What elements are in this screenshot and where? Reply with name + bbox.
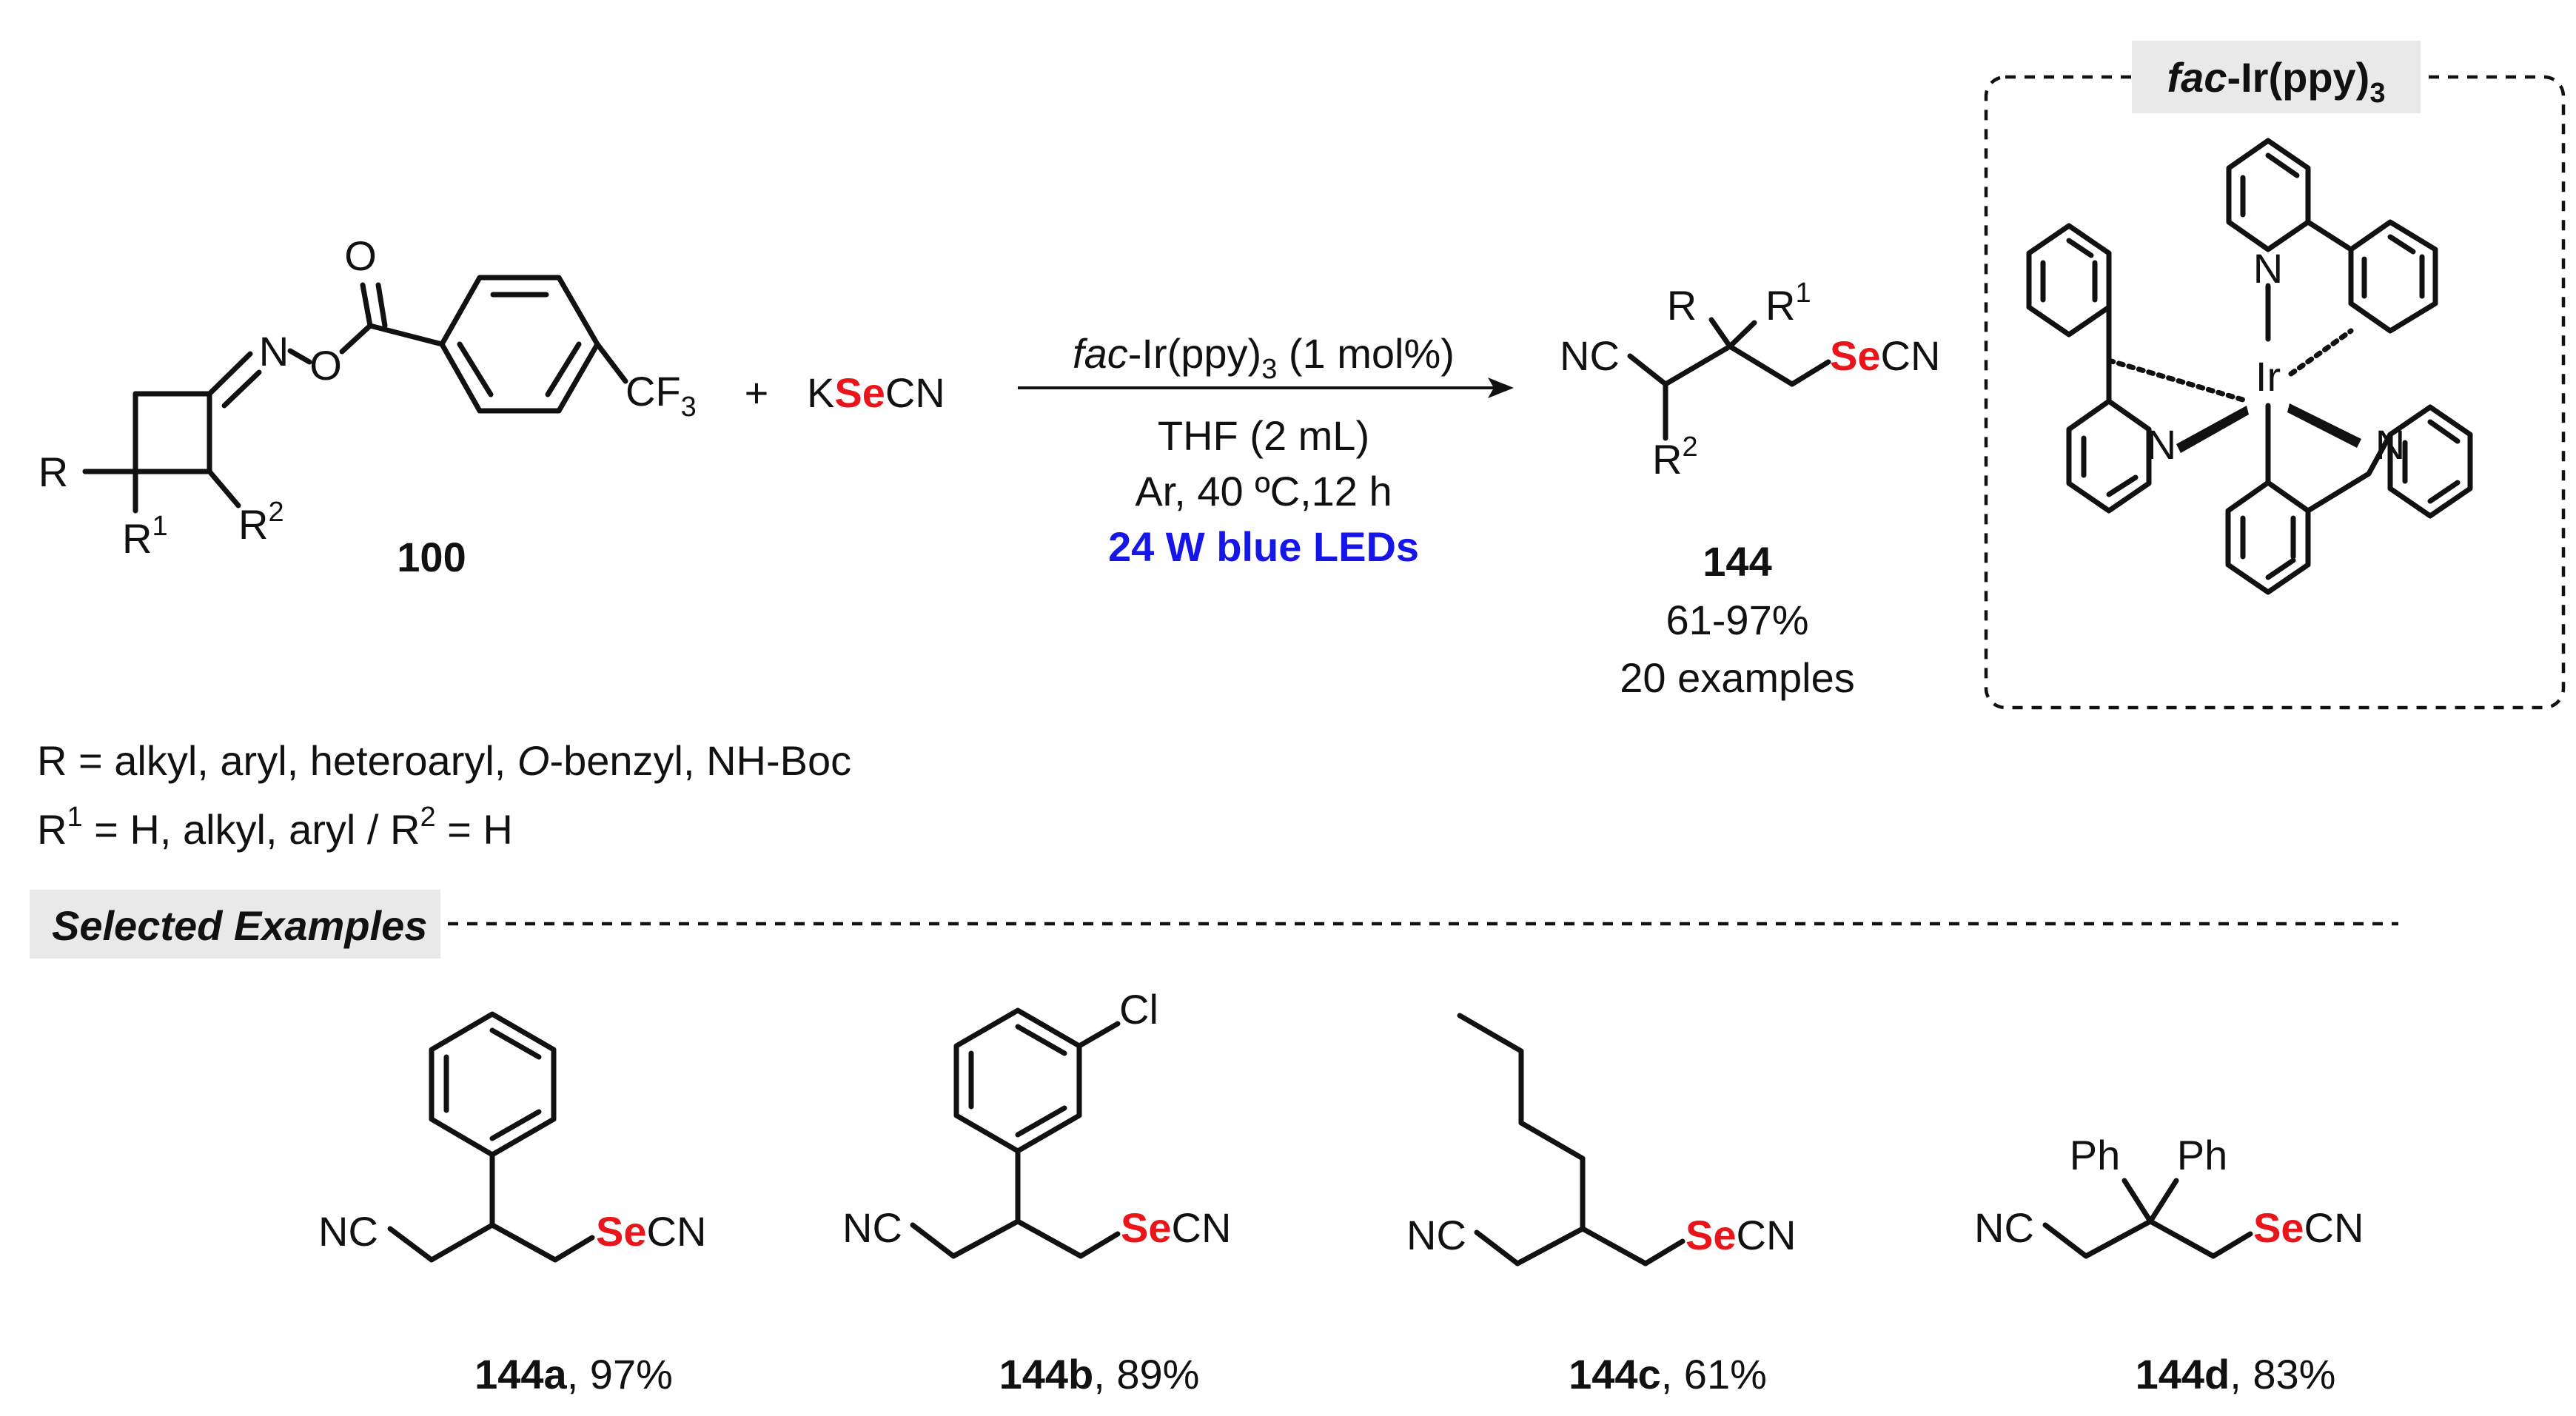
catalyst-title: fac-Ir(ppy)3 bbox=[2167, 54, 2386, 109]
kseCN-reagent: KSeCN bbox=[807, 369, 945, 416]
example-b-nc: NC bbox=[842, 1204, 902, 1251]
ir-top-n-label: N bbox=[2253, 245, 2283, 292]
r1-label: R1 bbox=[122, 511, 168, 562]
r-definition: R = alkyl, aryl, heteroaryl, O-benzyl, N… bbox=[37, 737, 851, 784]
example-b-caption: 144b, 89% bbox=[999, 1351, 1200, 1397]
plus-sign: + bbox=[745, 369, 769, 416]
product-r-label: R bbox=[1667, 282, 1697, 329]
selected-examples-header-bg bbox=[30, 890, 440, 959]
example-d-caption: 144d, 83% bbox=[2136, 1351, 2336, 1397]
example-d-nc: NC bbox=[1974, 1204, 2034, 1251]
product-r1-label: R1 bbox=[1765, 278, 1811, 329]
catalyst-condition: fac-Ir(ppy)3 (1 mol%) bbox=[1073, 330, 1455, 385]
example-d-ph-right: Ph bbox=[2177, 1132, 2228, 1178]
example-144c-structure bbox=[1457, 1013, 1686, 1266]
product-secn-label: SeCN bbox=[1830, 332, 1940, 379]
example-b-cl: Cl bbox=[1119, 986, 1158, 1033]
solvent-condition: THF (2 mL) bbox=[1158, 412, 1369, 459]
example-a-secn: SeCN bbox=[596, 1208, 706, 1255]
example-c-secn: SeCN bbox=[1686, 1212, 1796, 1258]
examples-count: 20 examples bbox=[1620, 654, 1855, 701]
r-label: R bbox=[38, 449, 68, 495]
example-a-caption: 144a, 97% bbox=[474, 1351, 673, 1397]
oxime-oxygen-label: O bbox=[309, 342, 342, 389]
product-144-structure bbox=[1627, 317, 1831, 441]
example-c-nc: NC bbox=[1406, 1212, 1466, 1258]
example-a-nc: NC bbox=[318, 1208, 378, 1255]
temperature-time-condition: Ar, 40 ºC,12 h bbox=[1135, 468, 1392, 514]
ir-right-n-label: N bbox=[2375, 421, 2405, 468]
ir-ppy3-structure bbox=[2026, 138, 2473, 595]
yield-range: 61-97% bbox=[1666, 597, 1808, 643]
reaction-arrowhead bbox=[1488, 378, 1514, 398]
ir-left-n-label: N bbox=[2147, 421, 2176, 468]
example-b-secn: SeCN bbox=[1121, 1204, 1231, 1251]
example-d-ph-left: Ph bbox=[2070, 1132, 2121, 1178]
catalyst-title-background bbox=[2132, 41, 2421, 113]
example-144b-structure bbox=[910, 1007, 1121, 1259]
product-r2-label: R2 bbox=[1652, 432, 1698, 483]
selected-examples-title: Selected Examples bbox=[52, 902, 427, 949]
ir-center-label: Ir bbox=[2255, 353, 2281, 400]
light-source-condition: 24 W blue LEDs bbox=[1108, 523, 1419, 570]
carbonyl-oxygen-label: O bbox=[344, 232, 377, 279]
reactant-label: 100 bbox=[397, 534, 466, 580]
example-c-caption: 144c, 61% bbox=[1569, 1351, 1767, 1397]
product-nc-label: NC bbox=[1560, 332, 1620, 379]
example-144a-structure bbox=[387, 1011, 595, 1263]
example-144d-structure bbox=[2042, 1178, 2253, 1259]
r2-label: R2 bbox=[238, 497, 284, 548]
reactant-100-structure bbox=[82, 275, 628, 514]
product-label: 144 bbox=[1703, 538, 1771, 585]
example-d-secn: SeCN bbox=[2253, 1204, 2364, 1251]
cf3-label: CF3 bbox=[625, 368, 697, 423]
oxime-nitrogen-label: N bbox=[259, 328, 289, 375]
r1-r2-definition: R1 = H, alkyl, aryl / R2 = H bbox=[37, 802, 513, 853]
